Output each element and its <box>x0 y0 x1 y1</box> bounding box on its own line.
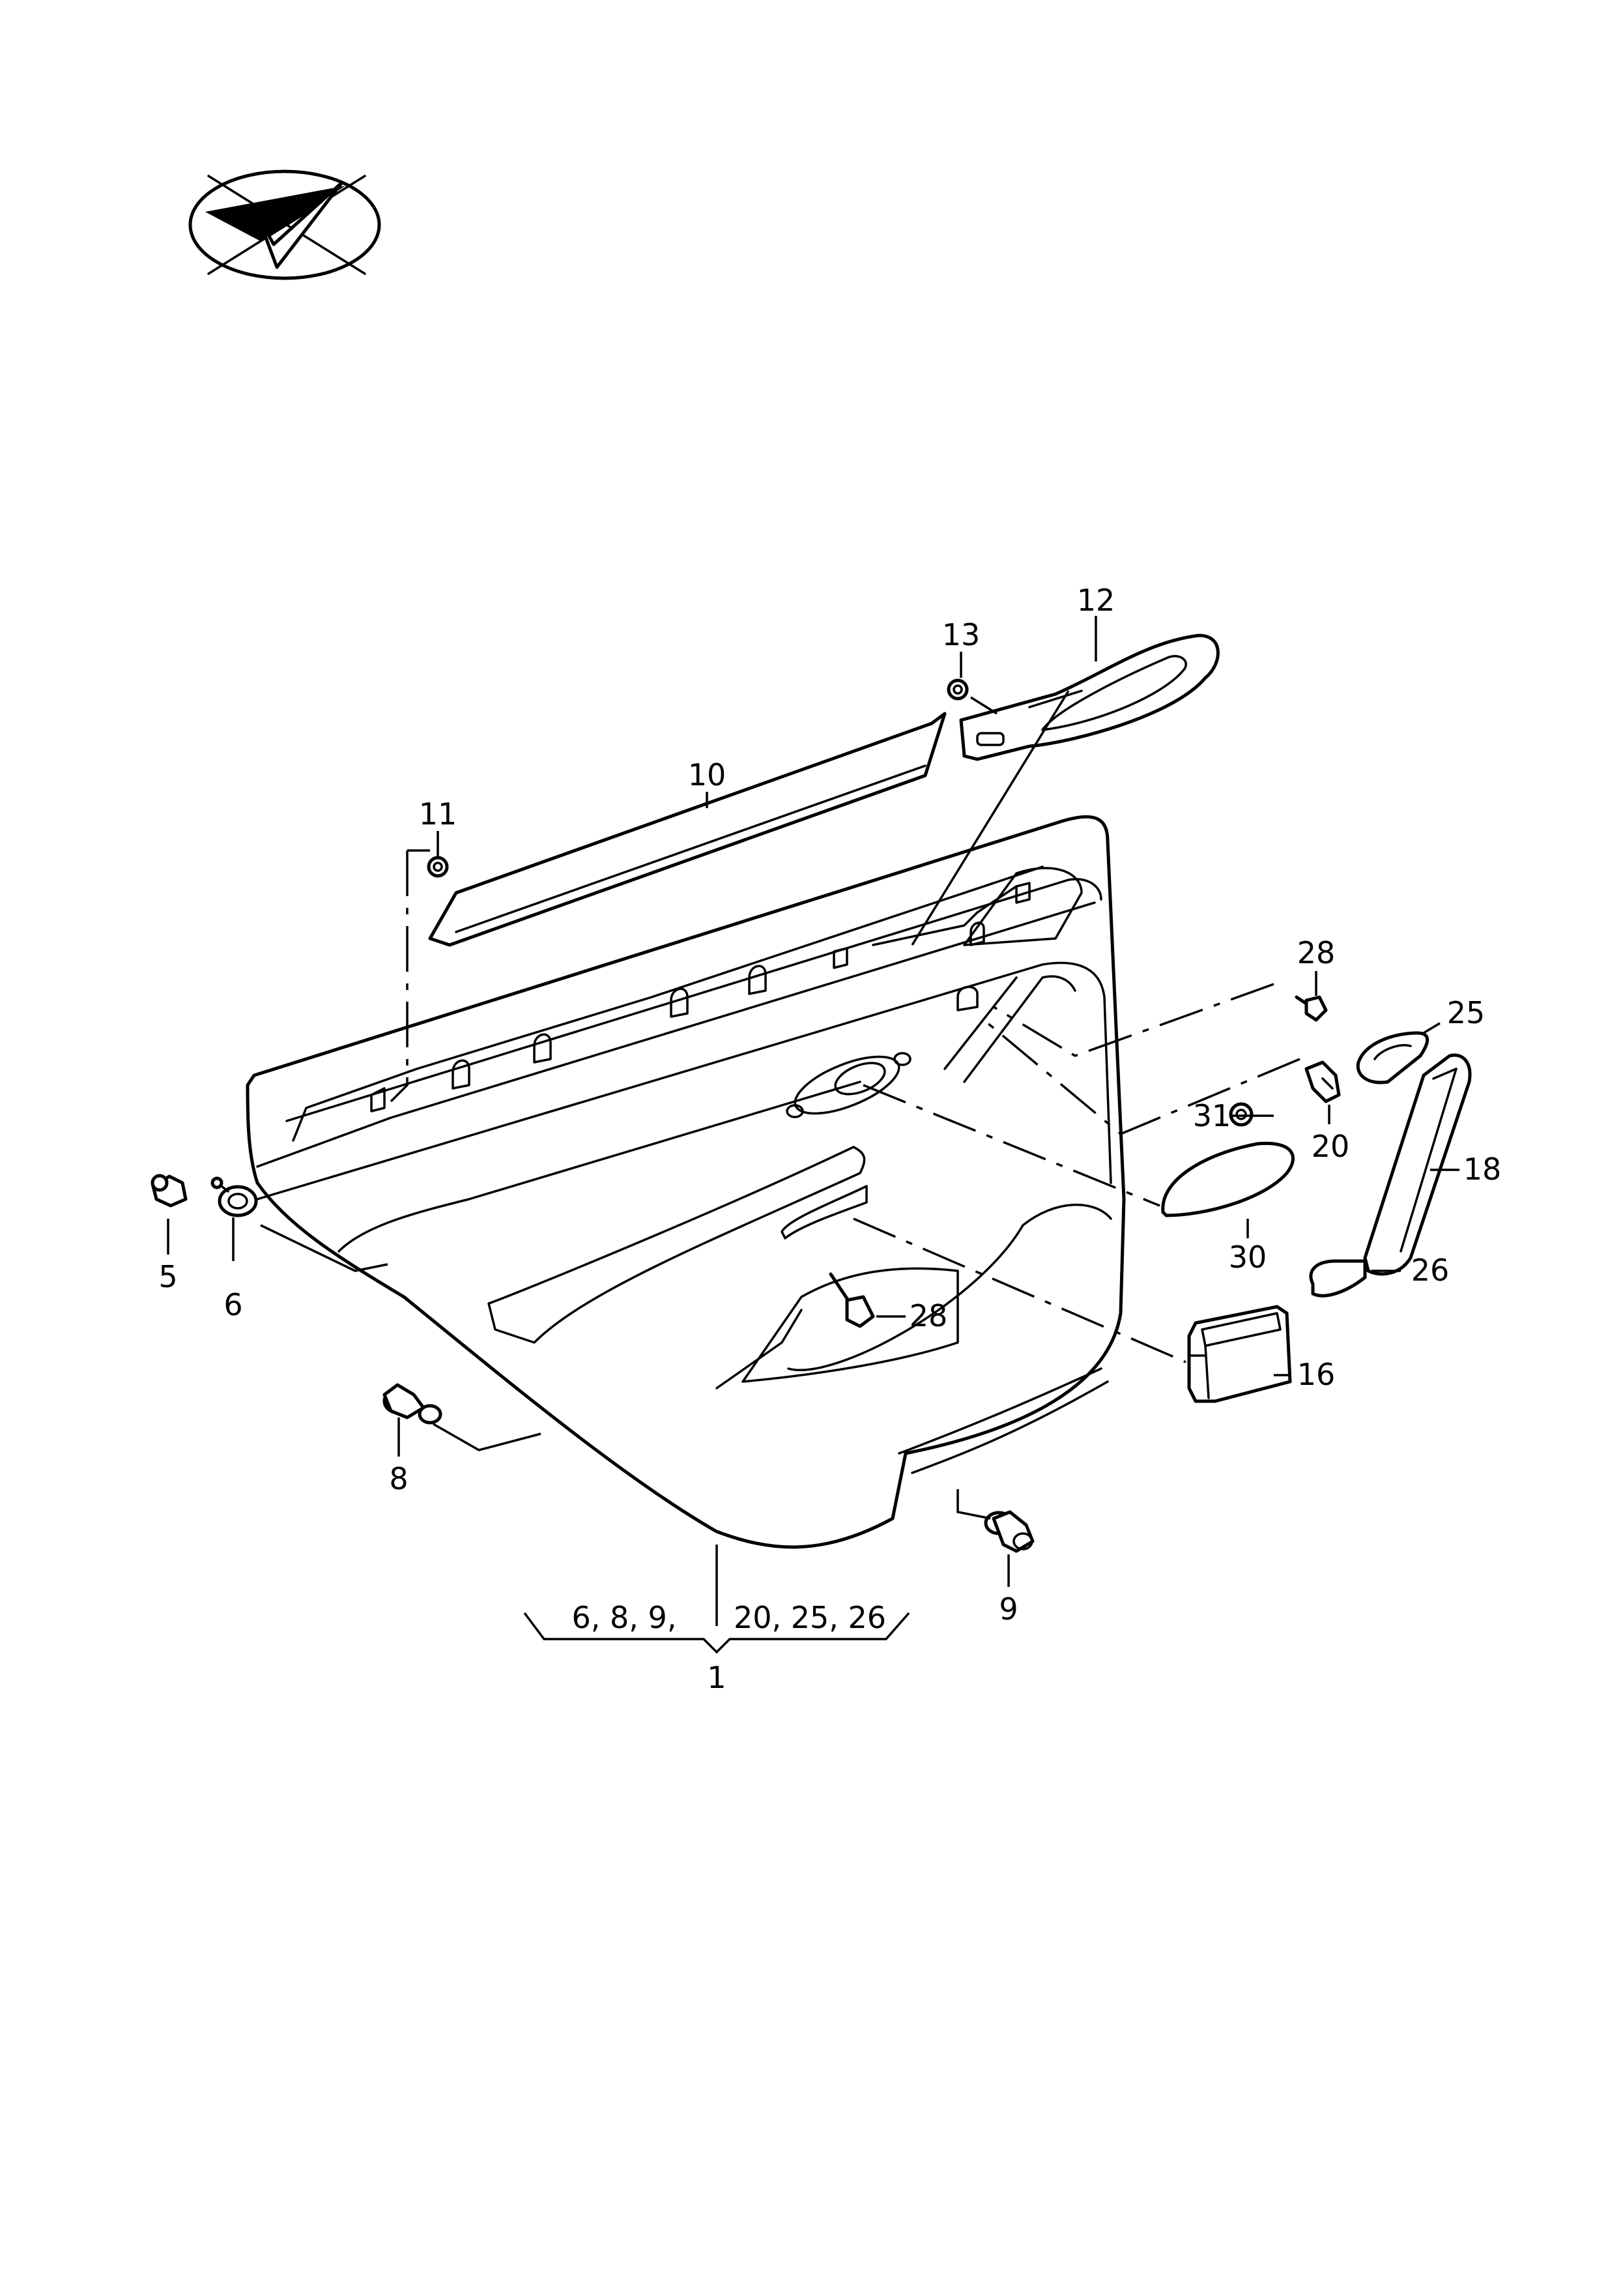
callout-20: 20 <box>1312 1129 1350 1164</box>
callout-28-lower: 28 <box>910 1298 948 1333</box>
part-16-switch-housing <box>1187 1305 1292 1403</box>
callout-13: 13 <box>942 617 981 652</box>
callout-10: 10 <box>688 757 726 792</box>
direction-arrow-icon <box>188 169 381 280</box>
group-bracket <box>523 1612 910 1654</box>
callout-11: 11 <box>419 796 457 832</box>
callout-18: 18 <box>1463 1152 1502 1187</box>
part-18-grab-handle <box>1363 1053 1472 1276</box>
callout-16: 16 <box>1297 1357 1336 1392</box>
part-26-cap <box>1309 1259 1367 1298</box>
part-5-clip <box>151 1174 188 1208</box>
callout-26: 26 <box>1411 1253 1450 1288</box>
callout-12: 12 <box>1077 583 1115 618</box>
callout-8: 8 <box>389 1461 408 1496</box>
callout-9: 9 <box>999 1591 1018 1627</box>
part-12-handle-cover <box>959 633 1220 761</box>
door-trim-panel <box>246 815 1126 1549</box>
part-31-nut <box>1229 1102 1254 1127</box>
callout-labels: 1 5 6 8 9 10 11 12 13 16 18 20 25 26 28 … <box>158 583 1501 1695</box>
part-9-clip <box>984 1510 1035 1553</box>
part-13-clip <box>947 678 969 701</box>
bracket-left-group: 6, 8, 9, <box>572 1600 677 1635</box>
part-30-cover <box>1161 1141 1295 1217</box>
part-28-screw-lower <box>829 1272 875 1328</box>
callout-1: 1 <box>707 1660 726 1695</box>
part-8-clip <box>382 1383 442 1425</box>
callout-30: 30 <box>1229 1240 1267 1275</box>
part-6-bushing <box>210 1176 258 1217</box>
part-25-cap <box>1356 1031 1429 1084</box>
leader-lines <box>167 616 1459 1626</box>
assembly-dash-lines <box>390 849 1300 1363</box>
callout-31: 31 <box>1193 1098 1231 1133</box>
callout-28-upper: 28 <box>1297 935 1336 970</box>
part-11-clip <box>427 856 449 878</box>
callout-25: 25 <box>1447 995 1486 1030</box>
part-10-trim-strip <box>428 712 947 947</box>
callout-5: 5 <box>158 1259 177 1294</box>
part-28-screw-upper <box>1295 995 1328 1022</box>
part-20-clip <box>1304 1060 1341 1103</box>
callout-6: 6 <box>223 1287 242 1322</box>
bracket-right-group: 20, 25, 26 <box>734 1600 886 1635</box>
